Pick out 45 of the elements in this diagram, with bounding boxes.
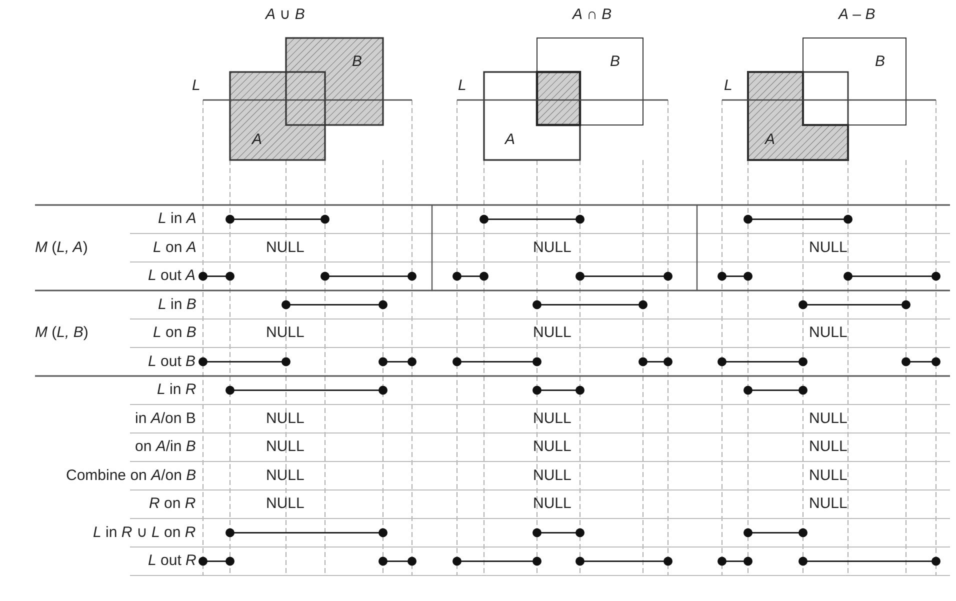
line-label: L	[724, 77, 732, 95]
group-label: M (L, A)	[35, 238, 88, 257]
row-label: L in A	[158, 210, 196, 228]
null-cell: NULL	[266, 324, 304, 342]
null-cell: NULL	[809, 438, 848, 456]
row-label: on A/in B	[135, 438, 196, 456]
row-label: L on B	[153, 324, 196, 342]
null-cell: NULL	[266, 495, 304, 514]
null-cell: NULL	[533, 238, 572, 257]
null-cell: NULL	[809, 410, 848, 428]
null-cell: NULL	[809, 238, 848, 257]
null-cell: NULL	[533, 466, 572, 485]
null-cell: NULL	[266, 238, 304, 257]
null-cell: NULL	[533, 495, 572, 514]
null-cell: NULL	[266, 410, 304, 428]
null-cell: NULL	[533, 410, 572, 428]
null-cell: NULL	[533, 438, 572, 456]
null-cell: NULL	[266, 466, 304, 485]
null-cell: NULL	[533, 324, 572, 342]
group-label: M (L, B)	[35, 324, 88, 342]
null-cell: NULL	[809, 495, 848, 514]
line-label: L	[458, 77, 466, 95]
null-cell: NULL	[809, 466, 848, 485]
line-label: L	[192, 77, 200, 95]
row-label: L in R ∪ L on R	[93, 524, 196, 542]
row-label: R on R	[149, 495, 196, 514]
region-label: A	[505, 131, 516, 149]
region-label: B	[352, 53, 362, 71]
row-label: Combine on A/on B	[66, 466, 196, 485]
row-label: L in B	[158, 296, 196, 314]
null-cell: NULL	[266, 438, 304, 456]
row-label: L out A	[148, 267, 196, 286]
column-heading: A ∩ B	[572, 6, 612, 24]
region-label: B	[875, 53, 886, 71]
region-label: A	[252, 131, 262, 149]
row-label: L out R	[148, 552, 196, 570]
column-heading: A – B	[838, 6, 876, 24]
row-label: in A/on B	[135, 410, 196, 428]
region-label: A	[765, 131, 776, 149]
row-label: L out B	[148, 352, 196, 371]
region-label: B	[610, 53, 620, 71]
row-label: L in R	[157, 381, 196, 400]
null-cell: NULL	[809, 324, 848, 342]
column-heading: A ∪ B	[266, 6, 305, 24]
row-label: L on A	[153, 238, 196, 257]
